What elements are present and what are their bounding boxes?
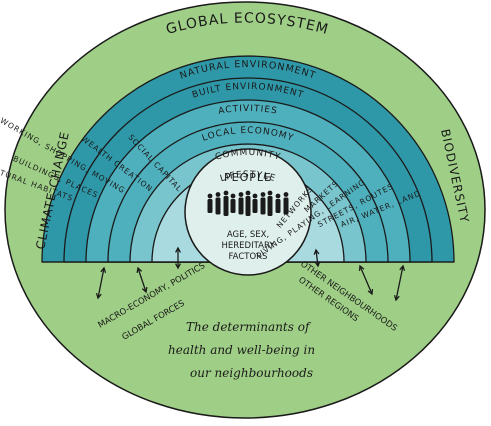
influence-arrow-1: [97, 267, 105, 299]
people-heading: People: [224, 171, 272, 184]
people-subtitle-2: Hereditary: [222, 241, 276, 251]
caption-line-1: The determinants of: [186, 320, 312, 334]
ring-label-6: Lifestyle: [219, 170, 277, 184]
influence-arrow-2: [137, 267, 147, 293]
people-crowd-icon: [207, 190, 289, 216]
people-subtitle-3: Factors: [229, 252, 268, 262]
influence-arrow-4: [315, 249, 319, 267]
influence-arrow-5: [359, 265, 373, 295]
people-subtitle-1: Age, Sex,: [227, 230, 269, 240]
caption-line-3: our neighbourhoods: [190, 366, 313, 380]
ring-label-5: Community: [214, 148, 282, 163]
influence-arrow-6: [395, 265, 404, 301]
caption-line-2: health and well-being in: [168, 343, 315, 357]
